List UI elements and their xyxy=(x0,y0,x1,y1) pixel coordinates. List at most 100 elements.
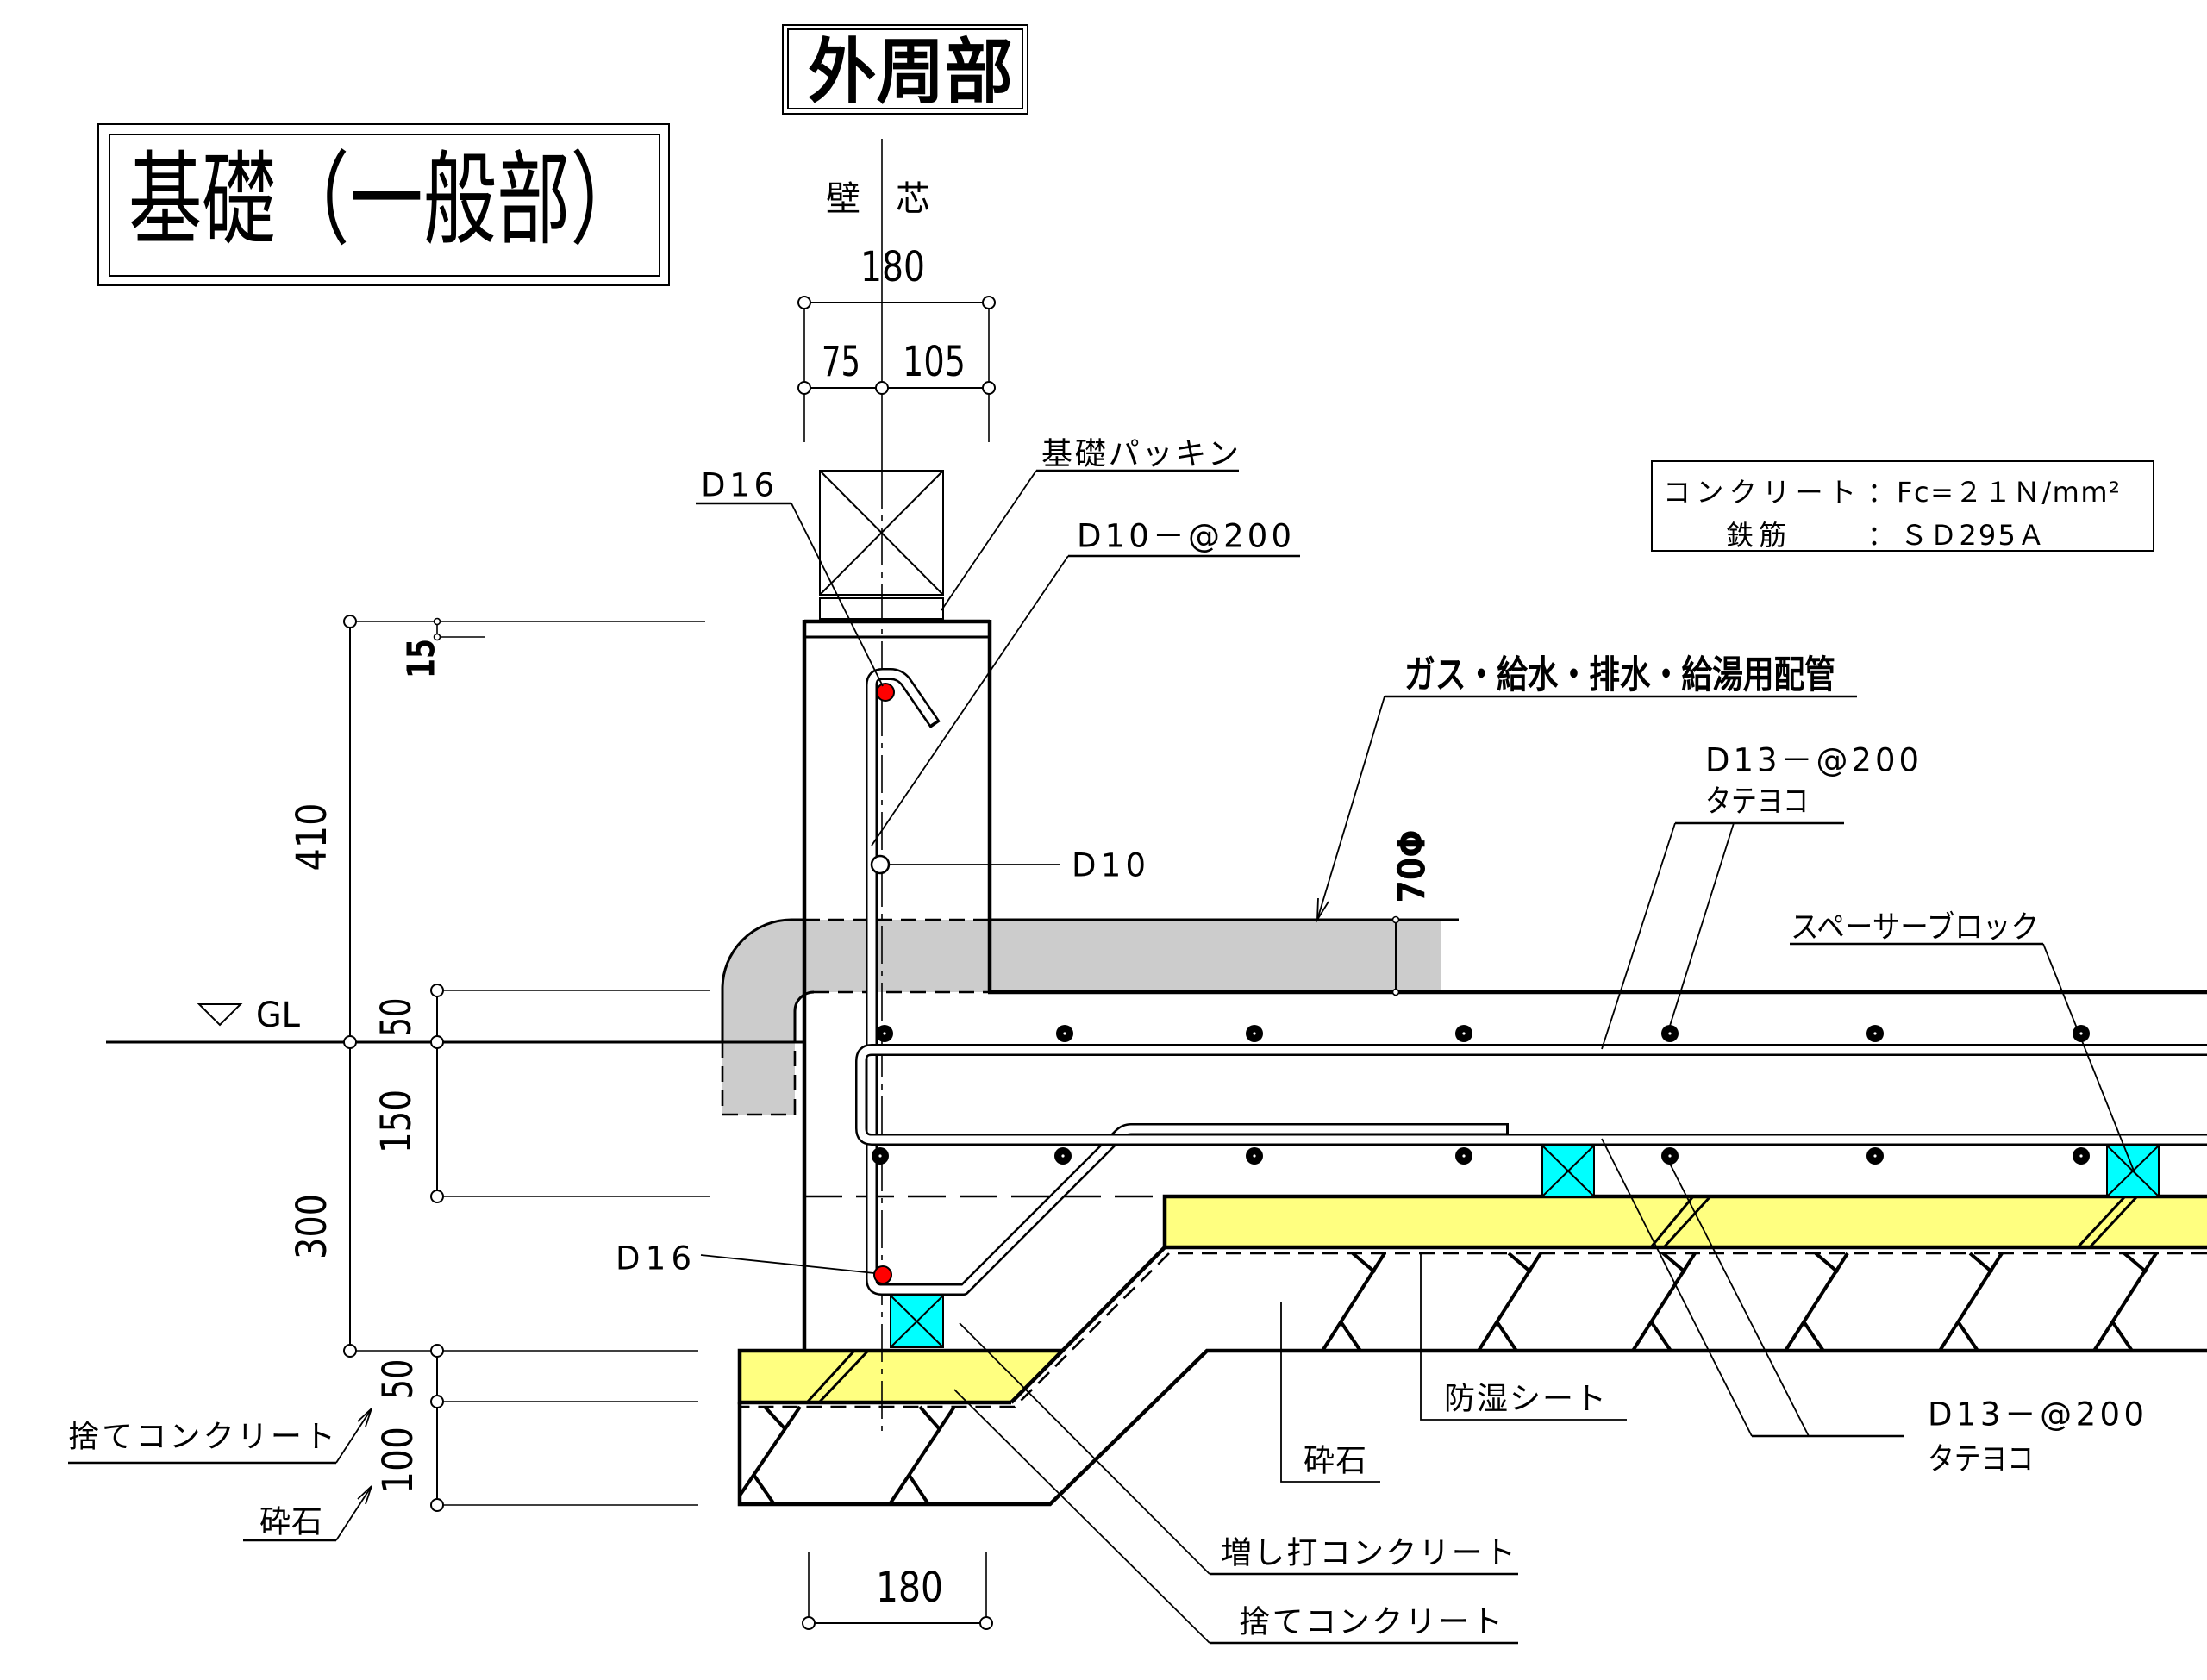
dimension-height-above-gl: 410 xyxy=(288,803,336,871)
foundation-structure xyxy=(106,619,2207,1507)
gravel-hatch-unit xyxy=(1784,1252,1849,1352)
callout-label: D16 xyxy=(616,1240,691,1277)
leader-line xyxy=(1669,1163,1810,1437)
gravel-hatch-stroke xyxy=(908,1474,930,1506)
construction-joint-line xyxy=(1649,1196,1695,1248)
rebar-dot-center xyxy=(878,1154,882,1158)
dimension-slab-bottom-below-gl: 150 xyxy=(372,1090,421,1153)
dimension-blinding-thickness: 50 xyxy=(374,1359,422,1400)
callout-slab-top-bars: D13－@200 タテヨコ xyxy=(1601,742,1919,1050)
main-bar-bottom-d16 xyxy=(873,1265,892,1284)
gravel-hatch-stroke xyxy=(888,1405,956,1506)
spec-concrete-separator: ： xyxy=(1867,476,1895,509)
callout-additional-concrete: 増し打コンクリート xyxy=(959,1322,1518,1576)
dimension-gravel-thickness: 100 xyxy=(374,1427,422,1494)
dimension-node xyxy=(1391,915,1400,924)
callout-slab-bottom-bars: D13－@200 タテヨコ xyxy=(1601,1138,2144,1477)
dimension-slab-top-above-gl: 50 xyxy=(372,998,421,1037)
title-block: 基礎（一般部） xyxy=(97,123,670,286)
gravel-hatch-stroke xyxy=(753,1474,776,1506)
gravel-hatch-stroke xyxy=(1661,1252,1687,1274)
gravel-hatch-stroke xyxy=(1351,1252,1377,1274)
callout-label: ガス・給水・排水・給湯用配管 xyxy=(1404,653,1835,697)
callout-label: D13－@200 xyxy=(1705,742,1919,779)
callout-sublabel: タテヨコ xyxy=(1928,1442,2034,1477)
leader-line xyxy=(335,1485,372,1541)
dimension-node xyxy=(982,296,996,309)
gravel-hatch-stroke xyxy=(1495,1320,1518,1352)
dimension-footing-width: 180 xyxy=(876,1564,943,1612)
dimension-node xyxy=(430,984,444,997)
arrowhead-icon xyxy=(1316,897,1329,923)
leader-line xyxy=(959,1322,1210,1575)
gravel-hatch-unit xyxy=(1321,1252,1386,1352)
callout-label: D10 xyxy=(1072,847,1146,884)
gravel-outline xyxy=(737,1348,2207,1507)
callout-wall-stirrup: D10－@200 xyxy=(871,518,1300,846)
spec-rebar-separator: ： xyxy=(1867,519,1895,552)
main-bar-top-d16 xyxy=(876,683,895,702)
gravel-hatch-stroke xyxy=(2110,1320,2134,1352)
callout-top-main-bar: D16 xyxy=(696,467,884,687)
dimension-node xyxy=(343,1344,357,1358)
rebar-dot-center xyxy=(2079,1154,2083,1158)
spacer-block xyxy=(2106,1145,2160,1197)
callout-piping: ガス・給水・排水・給湯用配管 xyxy=(1316,653,1857,923)
callout-spacer-block: スペーサーブロック xyxy=(1790,910,2135,1171)
gravel-hatch-stroke xyxy=(1507,1252,1533,1274)
slab-rebar xyxy=(855,1044,2207,1146)
gravel-hatch-stroke xyxy=(763,1405,786,1430)
leader-line xyxy=(1669,822,1735,1027)
leader-line xyxy=(1316,696,1385,921)
dimension-node xyxy=(343,1035,357,1049)
dimension-node xyxy=(1391,988,1400,996)
rebar-dot-center xyxy=(883,1032,886,1035)
moisture-barrier-sheet xyxy=(740,1252,2207,1408)
callout-label: D10－@200 xyxy=(1077,518,1291,555)
dimension-node xyxy=(982,381,996,395)
dimension-pipe-diameter: 70Φ xyxy=(1391,830,1435,903)
rebar-dot-center xyxy=(1253,1154,1256,1158)
slab-u-bar-core xyxy=(857,1046,2207,1144)
callout-label: 砕石 xyxy=(259,1505,322,1540)
callout-label: 防湿シート xyxy=(1444,1382,1606,1417)
rebar-dot-center xyxy=(1668,1154,1672,1158)
gravel-hatch-stroke xyxy=(1956,1320,1979,1352)
wall-stirrup-core xyxy=(867,670,1506,1294)
blinding-concrete-outline xyxy=(737,1348,1062,1405)
construction-joint-line xyxy=(2076,1195,2127,1249)
section-frame-outer xyxy=(782,24,1028,115)
gravel-hatch-unit xyxy=(888,1405,956,1506)
leader-line xyxy=(1420,1253,1627,1421)
gravel-hatch-stroke xyxy=(2123,1252,2148,1274)
gravel-hatch-stroke xyxy=(1802,1320,1825,1352)
wall-center-label-left: 壁 xyxy=(826,179,860,219)
section-frame-inner xyxy=(787,28,1023,109)
callout-label: D16 xyxy=(701,467,774,504)
pipe-diameter-dimension: 70Φ xyxy=(1391,830,1435,996)
title-frame-inner xyxy=(109,134,660,277)
leader-line xyxy=(335,1408,372,1464)
section-label-block: 外周部 xyxy=(782,24,1028,115)
height-dimensions: 410 15 300 50 150 50 100 xyxy=(288,615,710,1512)
spacer-block-cross xyxy=(2106,1145,2160,1197)
spacer-block-cross xyxy=(1541,1145,1595,1197)
callout-label: スペーサーブロック xyxy=(1791,910,2039,946)
leader-line xyxy=(791,503,884,687)
gravel-hatch-unit xyxy=(1631,1252,1697,1352)
construction-joint-line xyxy=(2088,1195,2139,1249)
dimension-node xyxy=(875,381,889,395)
slab-rebar-dots xyxy=(872,1025,2090,1165)
dimension-node xyxy=(430,1344,444,1358)
spacer-block xyxy=(890,1295,944,1348)
gl-triangle-icon xyxy=(197,1003,243,1027)
callout-label: 砕石 xyxy=(1304,1444,1366,1479)
dimension-top-level-adjust: 15 xyxy=(400,639,444,678)
gravel-hatch-unit xyxy=(1938,1252,2004,1352)
rebar-dot-center xyxy=(1462,1032,1466,1035)
dimension-node xyxy=(433,633,441,641)
rebar-dot-center xyxy=(1063,1032,1066,1035)
gravel-hatch-unit xyxy=(2092,1252,2158,1352)
gravel-hatch-stroke xyxy=(1339,1320,1362,1352)
